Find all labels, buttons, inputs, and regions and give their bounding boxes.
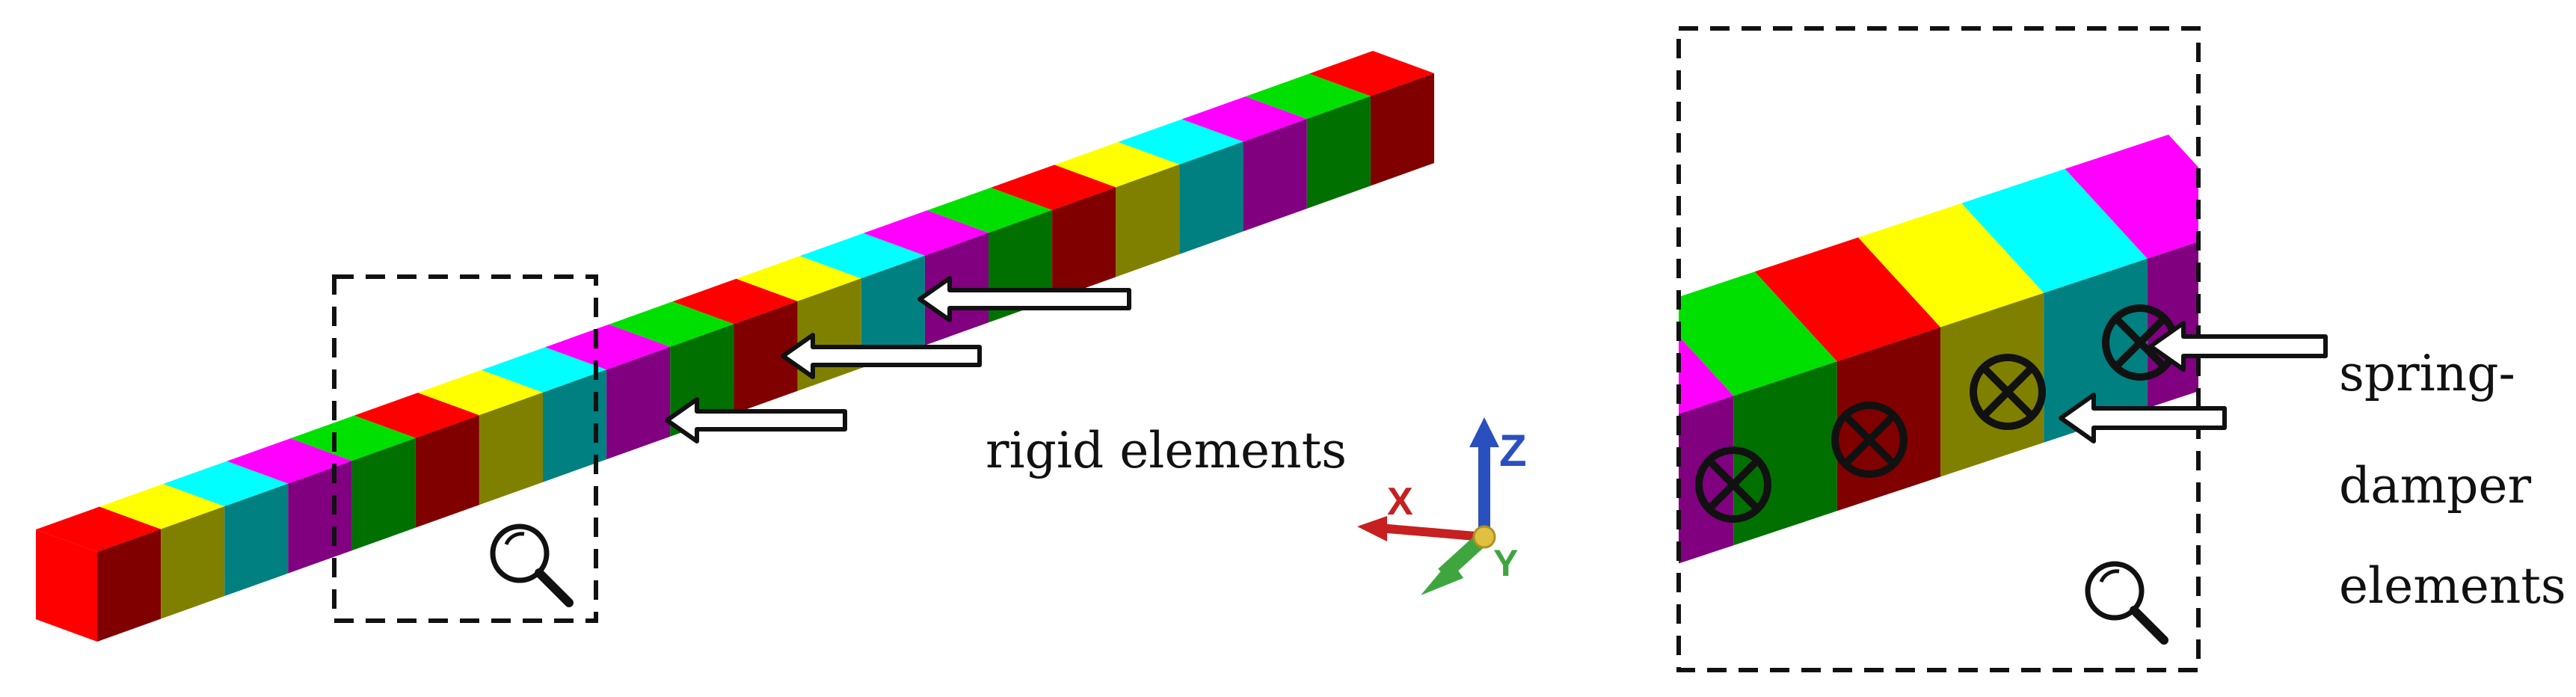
- beam-segment-top: [354, 393, 479, 438]
- arrow-left-icon: [917, 276, 1131, 322]
- beam-segment-side: [606, 346, 671, 460]
- beam-segment-side: [224, 483, 289, 596]
- beam-segment-top: [1961, 168, 2148, 293]
- beam-segment-top: [1679, 271, 1837, 396]
- beam-segment-side: [543, 369, 607, 482]
- spring-damper-symbol-icon: [1970, 354, 2046, 430]
- beam-segment-top: [927, 187, 1053, 233]
- beam-end-face: [36, 529, 97, 642]
- beam-segment-side: [1370, 73, 1434, 186]
- axis-triad-icon: Z X Y: [1357, 417, 1527, 595]
- beam-segment-top: [1309, 51, 1434, 96]
- arrow-left-icon: [665, 397, 847, 443]
- beam-segment-side: [479, 392, 543, 506]
- beam-segment-top: [1181, 96, 1307, 142]
- beam-segment-side: [1243, 119, 1307, 232]
- beam-segment-top: [99, 484, 225, 529]
- segmented-beam: [36, 51, 1434, 642]
- beam-segment-side: [415, 415, 479, 528]
- beam-segment-top: [863, 210, 989, 256]
- beam-segment-top: [163, 461, 289, 506]
- beam-segment-side: [1052, 187, 1116, 300]
- beam-segment-top: [227, 438, 352, 484]
- spring-label-line2: damper: [2339, 457, 2531, 515]
- beam-segment-top: [799, 233, 925, 279]
- beam-segment-top: [991, 165, 1116, 210]
- beam-segment-side: [1679, 396, 1734, 564]
- zoomed-beam-detail: [1679, 135, 2198, 564]
- beam-segment-top: [1858, 203, 2044, 328]
- y-axis-label: Y: [1493, 542, 1518, 584]
- beam-segment-top: [1118, 119, 1244, 165]
- beam-segment-top: [1054, 141, 1180, 188]
- beam-segment-top: [290, 415, 416, 461]
- beam-segment-top: [1754, 237, 1940, 362]
- beam-segment-top: [2065, 135, 2198, 259]
- beam-segment-top: [545, 324, 671, 370]
- beam-segment-side: [1940, 292, 2044, 477]
- beam-segment-side: [97, 529, 162, 642]
- arrow-left-icon: [2059, 393, 2227, 443]
- beam-segment-top: [36, 506, 162, 552]
- arrow-left-icon: [2148, 321, 2328, 372]
- beam-segment-top: [1679, 336, 1734, 414]
- magnifier-icon: [2085, 561, 2168, 645]
- beam-segment-side: [351, 437, 416, 551]
- beam-segment-top: [609, 301, 734, 347]
- x-axis-label: X: [1387, 480, 1413, 523]
- zoom-region-box: [332, 274, 598, 623]
- beam-segment-side: [1306, 96, 1371, 209]
- beam-segment-side: [861, 255, 925, 369]
- beam-segment-side: [1179, 141, 1244, 254]
- beam-segment-top: [417, 369, 543, 416]
- beam-segment-side: [161, 506, 225, 619]
- beam-segment-top: [1245, 73, 1371, 119]
- beam-segment-side: [1733, 361, 1837, 546]
- zoomed-beam-segments: [1679, 135, 2198, 564]
- spring-label-line3: elements: [2339, 557, 2566, 615]
- zoom-detail-box: [1676, 26, 2201, 672]
- magnifier-icon: [490, 523, 574, 607]
- spring-damper-symbol-icon: [1695, 446, 1771, 523]
- beam-segment-top: [482, 347, 607, 393]
- spring-label-line1: spring-: [2339, 345, 2515, 402]
- beam-segment-side: [734, 301, 798, 414]
- z-axis-label: Z: [1499, 426, 1527, 476]
- spring-damper-symbol-icon: [1831, 402, 1908, 478]
- beam-segment-top: [736, 256, 861, 301]
- beam-segment-top: [672, 278, 798, 325]
- beam-segment-side: [1116, 164, 1180, 277]
- arrow-left-icon: [781, 333, 982, 379]
- beam-segment-side: [2044, 258, 2148, 443]
- rigid-elements-label: rigid elements: [986, 422, 1347, 479]
